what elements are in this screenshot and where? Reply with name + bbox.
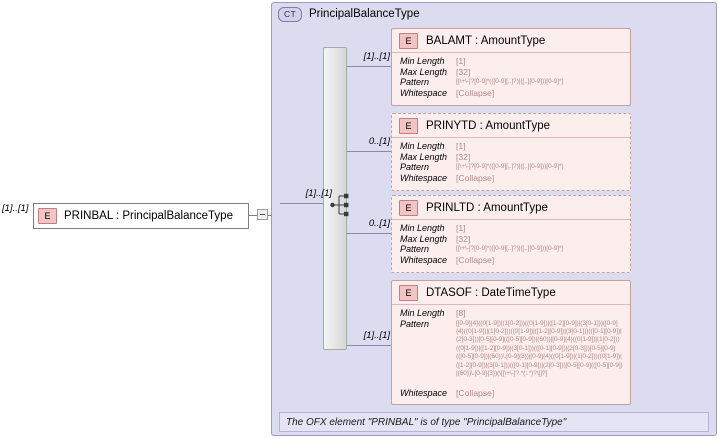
child-element-prinltd[interactable]: E PRINLTD : AmountType Min Length [1] Ma… <box>391 195 631 273</box>
facet-name: Min Length <box>400 223 445 233</box>
child-element-prinytd[interactable]: E PRINYTD : AmountType Min Length [1] Ma… <box>391 113 631 191</box>
child-title-dtasof: DTASOF : DateTimeType <box>426 286 556 299</box>
facet-name: Pattern <box>400 318 430 329</box>
facet-row: Whitespace [Collapse] <box>400 387 624 399</box>
facet-row: Whitespace [Collapse] <box>400 254 624 266</box>
branch-connector-balamt <box>347 66 391 67</box>
child-element-balamt[interactable]: E BALAMT : AmountType Min Length [1] Max… <box>391 28 631 106</box>
facet-row: Pattern [[\+\-]?[0-9]*(([0-9][,.]?)|([,.… <box>400 245 624 255</box>
element-badge-icon: E <box>399 117 418 134</box>
facet-name: Min Length <box>400 141 445 151</box>
facet-name: Whitespace <box>400 87 448 98</box>
annotation-box: The OFX element "PRINBAL" is of type "Pr… <box>279 412 709 432</box>
facet-value: [1] <box>456 223 466 233</box>
complextype-title: PrincipalBalanceType <box>309 8 420 20</box>
facet-row: Min Length [1] <box>400 56 624 67</box>
root-connector-left <box>249 215 258 216</box>
child-header-prinltd: E PRINLTD : AmountType <box>392 196 630 220</box>
element-badge-icon: E <box>399 284 418 301</box>
child-title-prinltd: PRINLTD : AmountType <box>426 201 548 214</box>
branch-connector-prinytd <box>347 151 391 152</box>
facet-name: Whitespace <box>400 172 448 183</box>
collapse-minus-icon[interactable] <box>257 209 268 220</box>
facet-list-prinltd: Min Length [1] Max Length [32] Pattern [… <box>392 220 630 270</box>
facet-value: [1] <box>456 56 466 66</box>
facet-row: Max Length [32] <box>400 151 624 163</box>
facet-row: Pattern [[\+\-]?[0-9]*(([0-9][,.]?)|([,.… <box>400 163 624 173</box>
facet-value: [8] <box>456 308 466 318</box>
facet-name: Pattern <box>400 77 430 88</box>
facet-value: [[0-9]{4}((0[1-9])|(1[0-2]))((0[1-9])|([… <box>456 319 623 378</box>
facet-row: Min Length [8] <box>400 308 624 319</box>
element-badge-icon: E <box>399 199 418 216</box>
element-badge-icon: E <box>38 208 57 224</box>
root-element-label: PRINBAL : PrincipalBalanceType <box>64 210 233 222</box>
facet-value: [[\+\-]?[0-9]*(([0-9][,.]?)|([,.][0-9]))… <box>456 78 564 86</box>
facet-row: Max Length [32] <box>400 66 624 78</box>
minus-glyph <box>260 214 265 215</box>
facet-row: Pattern [[\+\-]?[0-9]*(([0-9][,.]?)|([,.… <box>400 78 624 88</box>
facet-list-balamt: Min Length [1] Max Length [32] Pattern [… <box>392 53 630 103</box>
facet-value: [[\+\-]?[0-9]*(([0-9][,.]?)|([,.][0-9]))… <box>456 163 564 171</box>
facet-name: Pattern <box>400 162 430 173</box>
facet-name: Max Length <box>400 151 448 162</box>
facet-value: [Collapse] <box>456 387 495 398</box>
facet-row: Whitespace [Collapse] <box>400 87 624 99</box>
sequence-compositor-icon[interactable] <box>330 193 356 217</box>
facet-value: [Collapse] <box>456 254 495 265</box>
facet-name: Max Length <box>400 66 448 77</box>
facet-row: Min Length [1] <box>400 141 624 152</box>
facet-row: Min Length [1] <box>400 223 624 234</box>
facet-value: [1] <box>456 141 466 151</box>
facet-name: Min Length <box>400 308 445 318</box>
facet-value: [32] <box>456 151 471 162</box>
facet-name: Pattern <box>400 244 430 255</box>
facet-name: Min Length <box>400 56 445 66</box>
model-group-bar <box>323 47 347 350</box>
branch-connector-dtasof <box>347 345 391 346</box>
annotation-text: The OFX element "PRINBAL" is of type "Pr… <box>286 416 567 428</box>
facet-list-dtasof: Min Length [8] Pattern [[0-9]{4}((0[1-9]… <box>392 305 630 403</box>
facet-value: [32] <box>456 66 471 77</box>
element-badge-icon: E <box>399 32 418 49</box>
complextype-occurrence: [1]..[1] <box>305 188 332 199</box>
root-element-prinbal[interactable]: E PRINBAL : PrincipalBalanceType <box>33 203 249 229</box>
facet-name: Max Length <box>400 233 448 244</box>
occurrence-prinytd: 0..[1] <box>368 136 390 147</box>
child-title-prinytd: PRINYTD : AmountType <box>426 119 550 132</box>
facet-value: [32] <box>456 233 471 244</box>
facet-list-prinytd: Min Length [1] Max Length [32] Pattern [… <box>392 138 630 188</box>
complextype-header: CT PrincipalBalanceType <box>278 6 420 22</box>
root-element-occurrence: [1]..[1] <box>2 203 29 214</box>
complextype-inbound-connector <box>280 203 323 204</box>
facet-name: Whitespace <box>400 387 448 398</box>
facet-row: Max Length [32] <box>400 233 624 245</box>
occurrence-prinltd: 0..[1] <box>368 218 390 229</box>
facet-row: Pattern [[0-9]{4}((0[1-9])|(1[0-2]))((0[… <box>400 318 624 388</box>
facet-row: Whitespace [Collapse] <box>400 172 624 184</box>
child-element-dtasof[interactable]: E DTASOF : DateTimeType Min Length [8] P… <box>391 280 631 405</box>
facet-value: [Collapse] <box>456 87 495 98</box>
child-title-balamt: BALAMT : AmountType <box>426 34 546 47</box>
facet-value: [Collapse] <box>456 172 495 183</box>
facet-value: [[\+\-]?[0-9]*(([0-9][,.]?)|([,.][0-9]))… <box>456 245 564 253</box>
complextype-badge-icon: CT <box>278 6 302 22</box>
occurrence-balamt: [1]..[1] <box>363 51 390 62</box>
branch-connector-prinltd <box>347 233 391 234</box>
child-header-balamt: E BALAMT : AmountType <box>392 29 630 53</box>
child-header-prinytd: E PRINYTD : AmountType <box>392 114 630 138</box>
child-header-dtasof: E DTASOF : DateTimeType <box>392 281 630 305</box>
facet-name: Whitespace <box>400 254 448 265</box>
occurrence-dtasof: [1]..[1] <box>363 330 390 341</box>
